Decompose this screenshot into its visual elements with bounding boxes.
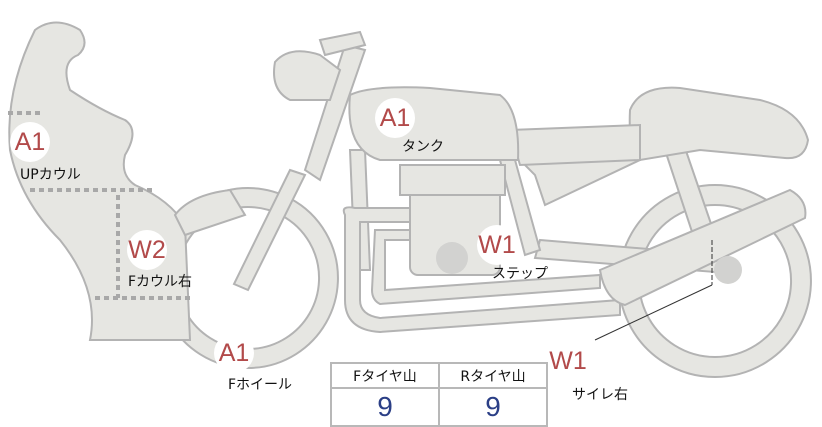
damage-marker[interactable]: W1	[548, 341, 588, 381]
part-label: サイレ右	[572, 387, 628, 403]
seat	[628, 86, 810, 162]
rear-tire-header: Rタイヤ山	[438, 362, 548, 389]
front-tire-value: 9	[330, 387, 440, 427]
damage-marker[interactable]: W1	[477, 225, 517, 265]
part-label: Fホイール	[228, 377, 293, 393]
part-label: ステップ	[492, 266, 548, 282]
part-label: Fカウル右	[128, 274, 193, 290]
damage-marker[interactable]: A1	[214, 333, 254, 373]
damage-marker[interactable]: A1	[10, 122, 50, 162]
handlebar	[273, 50, 342, 101]
rear-wheel	[618, 184, 812, 378]
rear-tire-value: 9	[438, 387, 548, 427]
part-label: タンク	[402, 139, 444, 155]
front-tire-header: Fタイヤ山	[330, 362, 440, 389]
damage-marker[interactable]: W2	[127, 230, 167, 270]
front-fork	[232, 168, 307, 292]
damage-marker[interactable]: A1	[375, 98, 415, 138]
muffler	[598, 188, 807, 307]
part-label: UPカウル	[20, 167, 81, 183]
tire-tread-table: Fタイヤ山 Rタイヤ山 9 9	[330, 362, 548, 427]
